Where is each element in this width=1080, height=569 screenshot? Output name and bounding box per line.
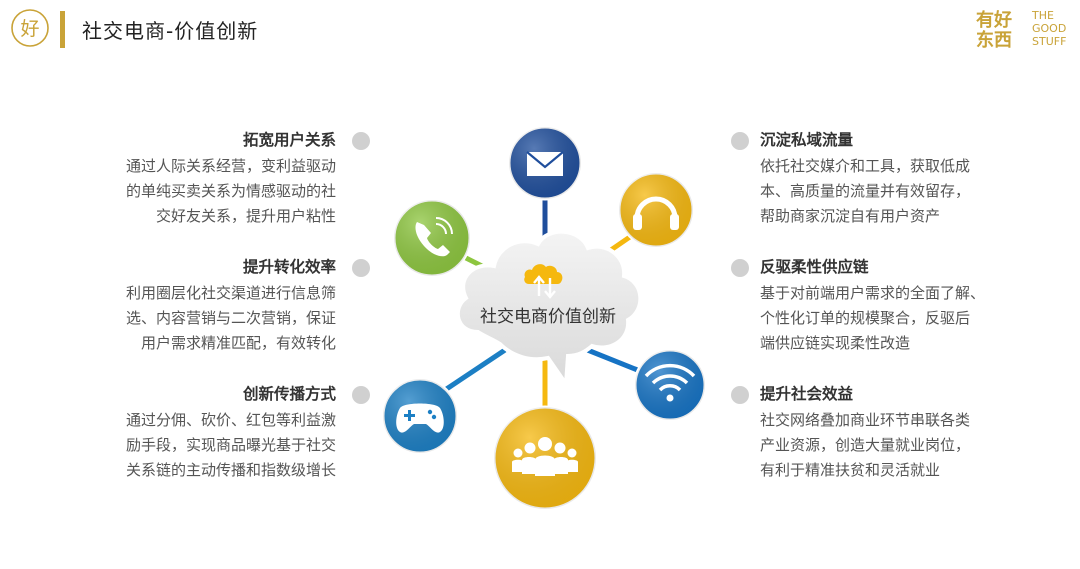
right-item-3-line-1: 社交网络叠加商业环节串联各类 [760,411,971,429]
brand-en-line-3: STUFF [1032,35,1066,48]
center-cloud [455,229,643,390]
left-item-2-title: 提升转化效率 [242,258,336,276]
left-item-2-bullet [352,259,370,277]
right-item-2-title: 反驱柔性供应链 [760,258,869,276]
phone-icon [392,198,472,278]
mail-icon [507,125,583,201]
left-item-2: 提升转化效率 利用圈层化社交渠道进行信息筛 选、内容营销与二次营销，保证 用户需… [126,255,336,356]
left-item-1-line-2: 的单纯买卖关系为情感驱动的社 [125,182,336,200]
right-item-3: 提升社会效益 社交网络叠加商业环节串联各类 产业资源，创造大量就业岗位， 有利于… [760,382,970,483]
left-item-1-title: 拓宽用户关系 [242,131,336,149]
right-item-2-line-2: 个性化订单的规模聚合，反驱后 [760,309,971,327]
right-item-2-bullet [731,259,749,277]
left-item-2-line-2: 选、内容营销与二次营销，保证 [125,309,336,327]
page-title: 社交电商-价值创新 [82,19,259,43]
wifi-icon [633,348,707,422]
left-item-1-line-1: 通过人际关系经营，变利益驱动 [125,157,336,175]
left-item-3-line-2: 励手段，实现商品曝光基于社交 [125,436,336,454]
brand-logo-left: 好 [11,9,49,47]
brand-logo-right: 有好 东西 THE GOOD STUFF [976,9,1066,50]
right-item-1-line-2: 本、高质量的流量并有效留存， [760,182,971,200]
left-item-3-title: 创新传播方式 [242,385,336,403]
center-label: 社交电商价值创新 [480,307,616,327]
right-item-3-bullet [731,386,749,404]
left-item-1-bullet [352,132,370,150]
brand-cn-line-2: 东西 [976,29,1012,50]
connector-gamepad [443,347,507,393]
title-accent-bar [60,11,65,48]
brand-logo-left-text: 好 [20,18,39,40]
right-item-1-line-3: 帮助商家沉淀自有用户资产 [760,207,941,225]
cloud-transfer-icon [524,264,563,299]
people-icon [492,405,598,511]
right-item-2-line-1: 基于对前端用户需求的全面了解、 [760,284,986,302]
left-item-3-line-3: 关系链的主动传播和指数级增长 [125,461,336,479]
gamepad-icon [381,377,459,455]
right-item-2-line-3: 端供应链实现柔性改造 [760,334,911,352]
right-item-1: 沉淀私域流量 依托社交媒介和工具，获取低成 本、高质量的流量并有效留存， 帮助商… [760,128,970,229]
left-item-2-line-3: 用户需求精准匹配，有效转化 [140,334,336,352]
brand-en-line-2: GOOD [1032,22,1066,35]
brand-en-line-1: THE [1031,9,1054,22]
right-item-1-bullet [731,132,749,150]
right-item-3-line-3: 有利于精准扶贫和灵活就业 [760,461,941,479]
right-item-2: 反驱柔性供应链 基于对前端用户需求的全面了解、 个性化订单的规模聚合，反驱后 端… [760,255,985,356]
right-item-1-title: 沉淀私域流量 [760,131,854,149]
brand-cn-line-1: 有好 [976,9,1012,31]
left-item-3-line-1: 通过分佣、砍价、红包等利益激 [125,411,336,429]
left-item-1: 拓宽用户关系 通过人际关系经营，变利益驱动 的单纯买卖关系为情感驱动的社 交好友… [126,128,336,229]
left-item-3: 创新传播方式 通过分佣、砍价、红包等利益激 励手段，实现商品曝光基于社交 关系链… [126,382,336,483]
left-item-1-line-3: 交好友关系，提升用户粘性 [155,207,336,225]
left-item-2-line-1: 利用圈层化社交渠道进行信息筛 [125,284,336,302]
left-item-3-bullet [352,386,370,404]
right-item-1-line-1: 依托社交媒介和工具，获取低成 [760,157,971,175]
right-item-3-title: 提升社会效益 [760,385,854,403]
headphones-icon [617,171,695,249]
right-item-3-line-2: 产业资源，创造大量就业岗位， [760,436,971,454]
